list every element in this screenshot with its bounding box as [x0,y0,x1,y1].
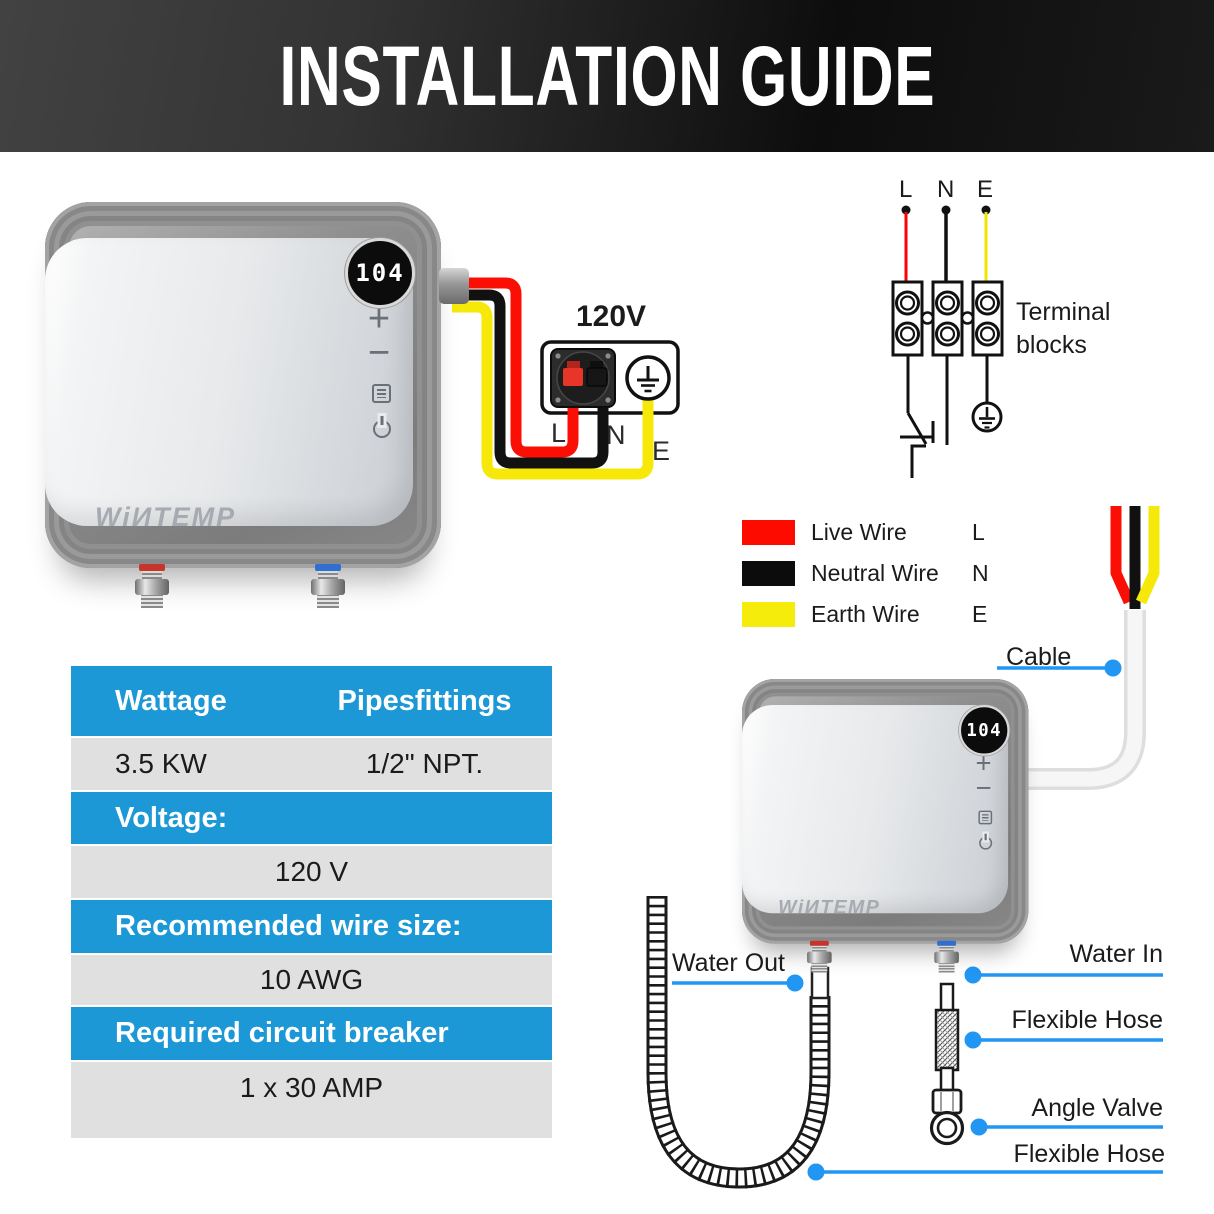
brand-logo: WiИTEMP [95,502,237,532]
table-row: Recommended wire size: [71,900,552,953]
temperature-display: 104 [958,705,1010,756]
outlet-voltage-label: 120V [576,300,647,333]
legend-row-earth: Earth Wire E [742,601,1002,627]
diagram-neutral-label: N [937,176,955,203]
minus-button: − [367,332,391,374]
legend-label: Neutral Wire [811,559,939,586]
page-title: INSTALLATION GUIDE [279,28,935,123]
earth-wire-swatch [742,601,795,627]
legend-row-neutral: Neutral Wire N [742,560,1002,586]
legend-label: Live Wire [811,518,907,545]
live-wire-swatch [742,519,795,545]
diagram-earth-label: E [977,176,994,203]
hot-water-fitting [807,940,832,973]
circuit-breaker-header: Required circuit breaker [115,1017,449,1049]
table-row: Required circuit breaker [71,1007,552,1060]
legend-label: Earth Wire [811,600,920,627]
plus-button: + [367,298,391,340]
voltage-header: Voltage: [115,801,228,834]
power-icon [373,416,391,438]
table-row: 10 AWG [71,955,552,1005]
breaker-symbol [900,355,989,478]
menu-icon [978,810,993,825]
cable-callout: Cable [1006,643,1072,671]
outlet-ground-symbol [625,355,671,401]
brand-logo: WiИTEMP [778,895,881,918]
banner: INSTALLATION GUIDE [0,0,1214,152]
outlet-neutral-label: N [606,420,626,450]
menu-icon [372,384,391,403]
outlet-live-label: L [551,418,567,448]
hot-water-fitting [135,564,169,608]
power-wires [452,277,654,480]
legend-code: E [972,600,988,627]
callout-lines [672,659,1163,1181]
wattage-value: 3.5 KW [115,748,207,779]
temperature-value: 104 [355,259,405,287]
legend-code: N [972,559,989,586]
cold-water-fitting [934,940,959,973]
pipesfittings-value: 1/2" NPT. [365,748,484,779]
water-heater-installed: 104 + − WiИTEMP [742,679,1029,973]
voltage-value: 120 V [274,856,349,887]
minus-button: − [975,772,992,804]
pipesfittings-header: Pipesfittings [337,684,512,717]
water-heater-main: 104 + − WiИTEMP [45,202,469,608]
spec-table: Wattage Pipesfittings 3.5 KW 1/2" NPT. V… [71,666,552,1140]
legend-code: L [972,518,985,545]
flexible-hose-assembly [929,982,965,1146]
temperature-display: 104 [345,238,415,308]
supply-cable [1000,506,1160,790]
wire-size-header: Recommended wire size: [115,910,462,942]
water-out-callout: Water Out [672,949,785,977]
neutral-wire-swatch [742,560,795,586]
temperature-value: 104 [966,720,1003,741]
legend-row-live: Live Wire L [742,519,1002,545]
table-header-row: Wattage Pipesfittings [71,666,552,736]
wire-size-value: 10 AWG [259,964,364,995]
wattage-header: Wattage [115,684,227,717]
table-row: 3.5 KW 1/2" NPT. [71,738,552,790]
water-in-callout: Water In [1069,940,1163,968]
terminal-blocks-diagram [891,205,1004,357]
diagram-live-label: L [899,176,913,203]
cable-connector [439,268,469,304]
outlet-earth-label: E [652,436,671,466]
power-icon [979,833,993,850]
flexible-hose-bottom-callout: Flexible Hose [1013,1140,1165,1168]
terminal-blocks-caption: Terminal blocks [1016,298,1111,359]
angle-valve-callout: Angle Valve [1031,1094,1163,1122]
table-row: Voltage: [71,792,552,844]
outlet-terminal-block [550,348,616,408]
earth-ground-symbol [971,401,1003,433]
cold-water-fitting [311,564,345,608]
flexible-hose-top-callout: Flexible Hose [1011,1006,1163,1034]
table-row: 120 V [71,846,552,898]
plus-button: + [975,748,992,779]
circuit-breaker-value: 1 x 30 AMP [239,1072,384,1103]
corrugated-hose [646,896,831,1189]
table-row: 1 x 30 AMP [71,1062,552,1138]
